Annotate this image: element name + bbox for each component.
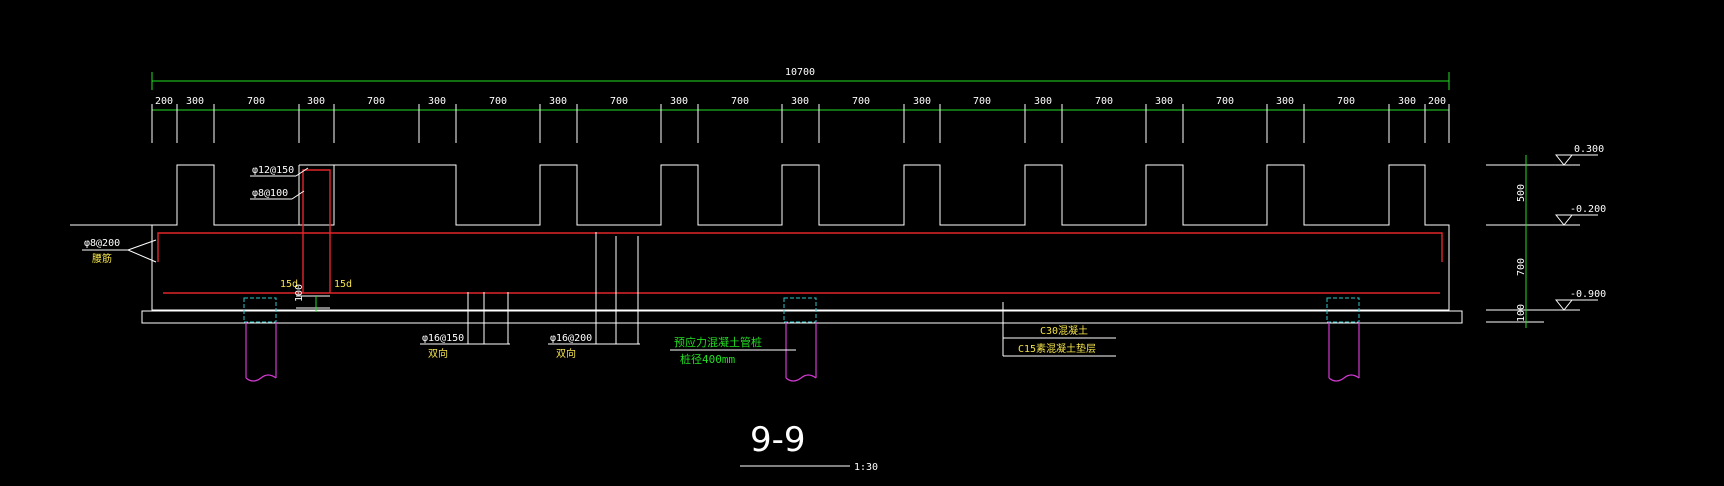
svg-text:φ8@200: φ8@200 [84, 238, 120, 249]
dim-segment: 700 [367, 96, 385, 107]
elevation-marks: 500 700 100 0.300 -0.200 -0.900 [1486, 144, 1606, 328]
overall-dimension-text: 10700 [785, 67, 815, 78]
svg-text:双向: 双向 [556, 347, 576, 360]
section-title: 9-9 1:30 [740, 420, 878, 473]
dim-segment: 700 [1216, 96, 1234, 107]
svg-text:φ8@100: φ8@100 [252, 188, 288, 199]
label-top-stirrup: φ12@150 [250, 165, 309, 177]
dim-segment: 700 [247, 96, 265, 107]
dim-segment: 300 [307, 96, 325, 107]
anchorage-right: 15d [334, 279, 352, 290]
cushion-dim: 100 [294, 284, 330, 312]
svg-text:-0.200: -0.200 [1570, 204, 1606, 215]
svg-text:1:30: 1:30 [854, 462, 878, 473]
svg-text:C30混凝土: C30混凝土 [1040, 324, 1088, 337]
rebar-cage [157, 169, 1443, 294]
dim-segment: 700 [489, 96, 507, 107]
svg-text:双向: 双向 [428, 347, 448, 360]
label-side-bar: φ8@200 腰筋 [82, 238, 157, 265]
dim-segment: 700 [852, 96, 870, 107]
dim-segment: 300 [549, 96, 567, 107]
dim-segment: 200 [155, 96, 173, 107]
svg-text:500: 500 [1516, 184, 1527, 202]
dim-segment: 300 [1276, 96, 1294, 107]
dim-segment: 700 [1095, 96, 1113, 107]
pile-left [243, 297, 277, 382]
dim-segment: 300 [428, 96, 446, 107]
svg-text:100: 100 [1516, 304, 1527, 322]
svg-text:700: 700 [1516, 258, 1527, 276]
dim-segment: 300 [791, 96, 809, 107]
dim-segment: 700 [731, 96, 749, 107]
dim-segment: 300 [186, 96, 204, 107]
anchorage-left: 15d [280, 279, 298, 290]
svg-text:桩径400mm: 桩径400mm [680, 352, 735, 366]
svg-text:预应力混凝土管桩: 预应力混凝土管桩 [674, 335, 762, 349]
svg-text:-0.900: -0.900 [1570, 289, 1606, 300]
svg-text:0.300: 0.300 [1574, 144, 1604, 155]
dim-segment: 300 [1034, 96, 1052, 107]
svg-text:腰筋: 腰筋 [92, 252, 112, 265]
svg-text:φ12@150: φ12@150 [252, 165, 294, 176]
dim-segment: 300 [1155, 96, 1173, 107]
dim-segment: 300 [1398, 96, 1416, 107]
concrete-notes: C30混凝土 C15素混凝土垫层 [1002, 302, 1116, 357]
label-top-distribution: φ8@100 [250, 188, 305, 200]
svg-text:C15素混凝土垫层: C15素混凝土垫层 [1018, 342, 1096, 355]
dim-segment: 700 [973, 96, 991, 107]
beam-outline [70, 164, 1450, 311]
svg-text:9-9: 9-9 [750, 420, 806, 460]
svg-text:100: 100 [294, 284, 305, 302]
overall-dimension: 10700 [151, 67, 1450, 90]
dim-segment: 300 [670, 96, 688, 107]
svg-text:φ16@150: φ16@150 [422, 333, 464, 344]
cushion-layer [141, 310, 1463, 324]
label-bottom-bar-2: φ16@200 双向 [548, 232, 640, 360]
segment-dimensions: 200 300 700 300 700 300 700 300 700 300 … [151, 96, 1450, 143]
pile-notes: 预应力混凝土管桩 桩径400mm [670, 335, 796, 366]
label-bottom-bar-1: φ16@150 双向 [420, 292, 510, 360]
pile-right [1326, 297, 1360, 382]
svg-text:φ16@200: φ16@200 [550, 333, 592, 344]
dim-segment: 700 [1337, 96, 1355, 107]
dim-segment: 200 [1428, 96, 1446, 107]
dim-segment: 700 [610, 96, 628, 107]
dim-segment: 300 [913, 96, 931, 107]
